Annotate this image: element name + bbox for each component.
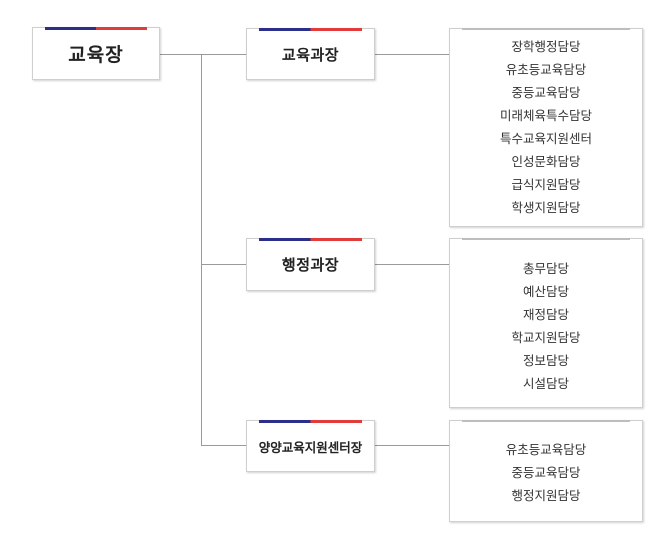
- dept-box-administration[interactable]: 행정과장: [246, 238, 375, 291]
- dept-title: 행정과장: [281, 256, 340, 274]
- connector-dept-3-to-list: [375, 445, 449, 446]
- team-item[interactable]: 행정지원담당: [511, 488, 581, 503]
- dept-accent-bar: [259, 28, 362, 31]
- connector-dept-2-to-list: [375, 264, 449, 265]
- connector-trunk-to-dept-2: [201, 264, 246, 265]
- connector-trunk-vertical: [201, 54, 202, 445]
- team-item[interactable]: 총무담당: [522, 261, 569, 276]
- dept-accent-bar: [259, 420, 362, 423]
- team-item[interactable]: 유초등교육담당: [505, 62, 587, 77]
- team-item[interactable]: 예산담당: [522, 284, 569, 299]
- dept-accent-bar: [259, 238, 362, 241]
- team-item[interactable]: 학교지원담당: [511, 330, 581, 345]
- head-accent-bar: [45, 27, 147, 30]
- team-item[interactable]: 급식지원담당: [511, 177, 581, 192]
- team-item[interactable]: 정보담당: [522, 353, 569, 368]
- list-top-line: [462, 28, 630, 30]
- team-list-education: 장학행정담당 유초등교육담당 중등교육담당 미래체육특수담당 특수교육지원센터 …: [449, 28, 643, 227]
- team-list-yangyang-center: 유초등교육담당 중등교육담당 행정지원담당: [449, 420, 643, 522]
- connector-dept-1-to-list: [375, 54, 449, 55]
- team-item[interactable]: 중등교육담당: [511, 465, 581, 480]
- team-item[interactable]: 미래체육특수담당: [499, 108, 592, 123]
- list-top-line: [462, 420, 630, 422]
- dept-title: 교육과장: [281, 45, 340, 64]
- head-title: 교육장: [68, 44, 124, 66]
- connector-trunk-to-dept-1: [201, 54, 246, 55]
- team-item[interactable]: 학생지원담당: [511, 200, 581, 215]
- team-item[interactable]: 특수교육지원센터: [499, 131, 592, 146]
- team-item[interactable]: 재정담당: [522, 307, 569, 322]
- team-item[interactable]: 유초등교육담당: [505, 442, 587, 457]
- team-item[interactable]: 시설담당: [522, 376, 569, 391]
- connector-trunk-to-dept-3: [201, 445, 246, 446]
- list-top-line: [462, 238, 630, 240]
- team-item[interactable]: 장학행정담당: [511, 39, 581, 54]
- team-list-administration: 총무담당 예산담당 재정담당 학교지원담당 정보담당 시설담당: [449, 238, 643, 408]
- connector-head-to-trunk: [160, 54, 201, 55]
- dept-title: 양양교육지원센터장: [258, 439, 363, 455]
- team-item[interactable]: 중등교육담당: [511, 85, 581, 100]
- team-item[interactable]: 인성문화담당: [511, 154, 581, 169]
- dept-box-yangyang-center[interactable]: 양양교육지원센터장: [246, 420, 375, 472]
- head-box[interactable]: 교육장: [32, 27, 160, 80]
- dept-box-education[interactable]: 교육과장: [246, 28, 375, 80]
